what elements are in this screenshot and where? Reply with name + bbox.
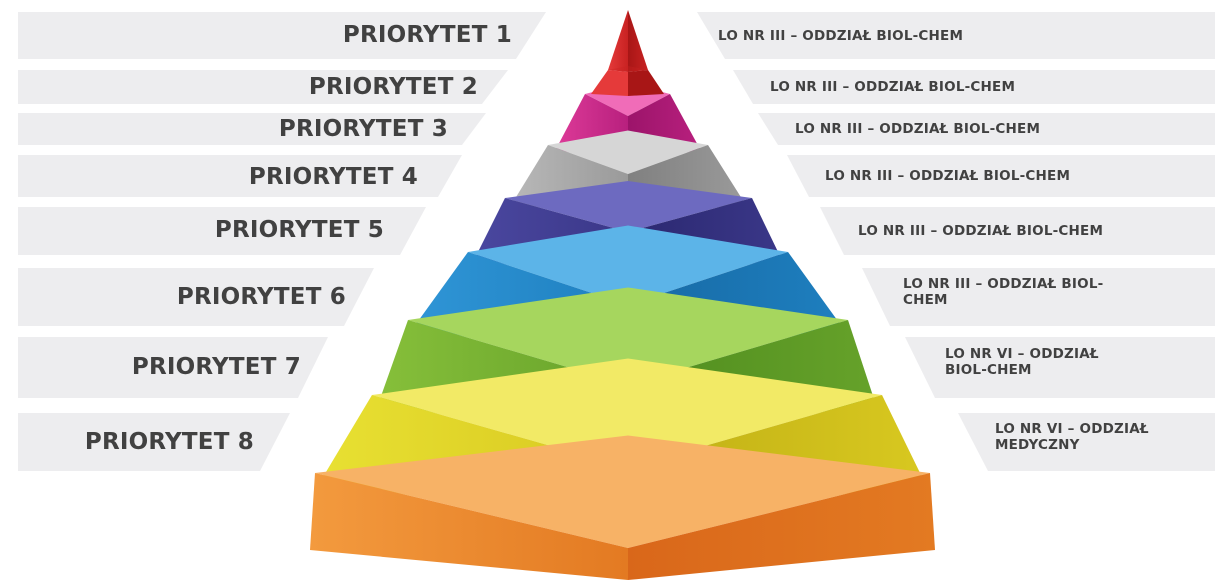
tier-1-left-face xyxy=(608,10,628,72)
left-banner-1 xyxy=(18,12,546,59)
school-label-7-line-2: BIOL-CHEM xyxy=(945,362,1032,378)
priority-label-6: PRIORYTET 6 xyxy=(176,284,346,310)
priority-label-4: PRIORYTET 4 xyxy=(248,164,418,190)
school-label-2: LO NR III – ODDZIAŁ BIOL-CHEM xyxy=(770,79,1015,95)
pyramid-tier-8 xyxy=(310,435,935,580)
right-banner-4 xyxy=(787,155,1215,197)
school-label-1: LO NR III – ODDZIAŁ BIOL-CHEM xyxy=(718,28,963,44)
right-banner-5 xyxy=(820,207,1215,255)
right-banner-3 xyxy=(758,113,1215,145)
school-label-3: LO NR III – ODDZIAŁ BIOL-CHEM xyxy=(795,121,1040,137)
priority-label-3: PRIORYTET 3 xyxy=(278,116,448,142)
school-label-4: LO NR III – ODDZIAŁ BIOL-CHEM xyxy=(825,168,1070,184)
left-banner-6 xyxy=(18,268,374,326)
left-banner-3 xyxy=(18,113,486,145)
right-banner-1 xyxy=(697,12,1215,59)
left-banner-8 xyxy=(18,413,290,471)
school-label-2-line-1: LO NR III – ODDZIAŁ BIOL-CHEM xyxy=(770,79,1016,95)
school-label-7-line-1: LO NR VI – ODDZIAŁ xyxy=(945,346,1099,362)
right-banner-6 xyxy=(862,268,1215,326)
tier-5-top-face xyxy=(468,225,788,305)
tier-3-top-face xyxy=(548,130,708,174)
school-label-6-line-2: CHEM xyxy=(903,292,948,308)
tier-6-top-face xyxy=(408,287,848,385)
priority-label-8: PRIORYTET 8 xyxy=(84,429,254,455)
school-label-8-line-2: MEDYCZNY xyxy=(995,437,1080,453)
tier-1-lower-right xyxy=(628,70,664,96)
priority-label-1: PRIORYTET 1 xyxy=(342,22,512,48)
school-label-1-line-1: LO NR III – ODDZIAŁ BIOL-CHEM xyxy=(718,28,964,44)
tier-8-top-face xyxy=(315,435,930,548)
right-banner-8 xyxy=(958,413,1215,471)
tier-1-lower-left xyxy=(591,70,628,96)
tier-1-right-face xyxy=(628,10,648,72)
school-label-4-line-1: LO NR III – ODDZIAŁ BIOL-CHEM xyxy=(825,168,1071,184)
left-banner-5 xyxy=(18,207,426,255)
left-banner-7 xyxy=(18,337,328,398)
left-banner-2 xyxy=(18,70,508,104)
tier-8-right-face xyxy=(628,473,935,580)
school-label-5: LO NR III – ODDZIAŁ BIOL-CHEM xyxy=(858,223,1103,239)
tier-4-top-face xyxy=(505,181,752,232)
right-banner-2 xyxy=(733,70,1215,104)
priority-label-5: PRIORYTET 5 xyxy=(214,217,384,243)
school-label-3-line-1: LO NR III – ODDZIAŁ BIOL-CHEM xyxy=(795,121,1041,137)
priority-label-2: PRIORYTET 2 xyxy=(308,74,478,100)
tier-1-base xyxy=(608,66,648,72)
pyramid-tier-1 xyxy=(608,10,648,72)
tier-7-top-face xyxy=(372,358,882,468)
tier-8-left-face xyxy=(310,473,628,580)
school-label-5-line-1: LO NR III – ODDZIAŁ BIOL-CHEM xyxy=(858,223,1104,239)
left-banner-4 xyxy=(18,155,462,197)
school-label-8-line-1: LO NR VI – ODDZIAŁ xyxy=(995,421,1149,437)
priority-label-7: PRIORYTET 7 xyxy=(131,354,301,380)
right-banner-7 xyxy=(905,337,1215,398)
school-label-6-line-1: LO NR III – ODDZIAŁ BIOL- xyxy=(903,276,1104,292)
school-label-6: LO NR III – ODDZIAŁ BIOL-CHEM xyxy=(903,276,1103,308)
